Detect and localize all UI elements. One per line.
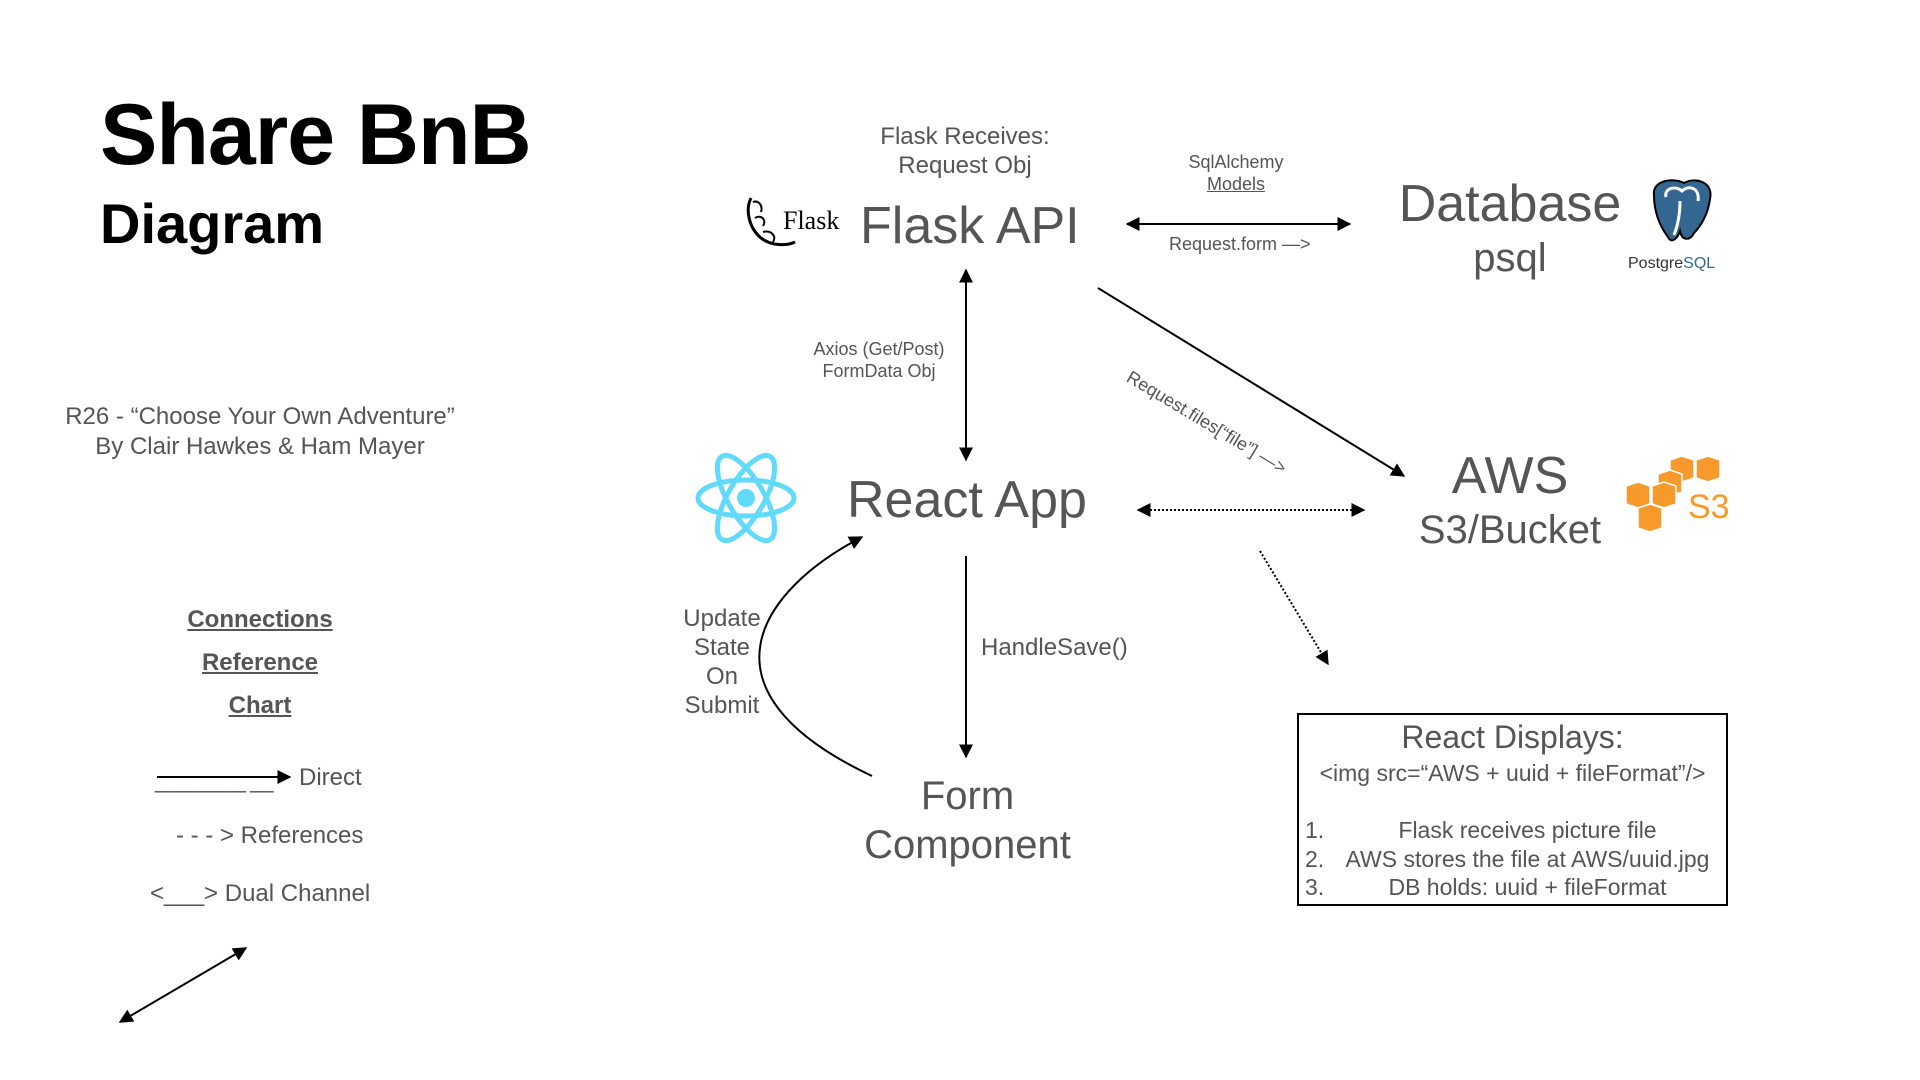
step-number: 1. <box>1305 817 1325 843</box>
legend-dual-channel-label: <___> Dual Channel <box>150 880 371 907</box>
database-psql-label: psql <box>1473 236 1547 280</box>
axios-label: Axios (Get/Post) FormData Obj <box>779 338 979 382</box>
postgres-logo-part-b: SQL <box>1683 255 1716 272</box>
flask-logo-text: Flask <box>783 206 840 235</box>
postgres-logo-part-a: Postgre <box>1628 255 1684 272</box>
axios-line-1: Axios (Get/Post) <box>813 339 945 359</box>
update-line-4: Submit <box>684 692 760 719</box>
form-line-1: Form <box>920 774 1015 818</box>
display-step-1: 1. Flask receives picture file <box>1305 816 1725 844</box>
legend-heading-chart: Chart <box>228 692 292 719</box>
update-line-2: State <box>693 634 751 661</box>
legend-direct-label: Direct <box>299 764 362 791</box>
aws-node: AWS <box>1451 447 1569 505</box>
legend-direct-line-text: ________ __ <box>155 768 273 793</box>
update-line-3: On <box>705 663 738 690</box>
react-logo-icon <box>695 450 797 546</box>
legend-references-label: - - - > References <box>176 822 364 849</box>
legend-dual-arrow <box>118 947 248 1023</box>
form-component-node: Form Component <box>840 772 1095 870</box>
step-number: 3. <box>1305 874 1325 900</box>
flask-receives-line-1: Flask Receives: <box>880 123 1050 150</box>
credits-line-1: R26 - “Choose Your Own Adventure” <box>65 403 455 430</box>
display-step-2: 2. AWS stores the file at AWS/uuid.jpg <box>1305 845 1725 873</box>
react-app-node: React App <box>847 471 1087 529</box>
form-line-2: Component <box>864 823 1071 867</box>
update-state-label: Update State On Submit <box>662 604 782 720</box>
react-displays-code: <img src=“AWS + uuid + fileFormat”/> <box>1319 760 1706 786</box>
database-node: Database <box>1398 175 1622 233</box>
aws-displays-dotted-arrow <box>1259 550 1329 666</box>
page-subtitle: Diagram <box>100 192 325 255</box>
aws-s3-logo-text: S3 <box>1688 488 1730 526</box>
react-displays-title: React Displays: <box>1401 719 1624 755</box>
display-step-3: 3. DB holds: uuid + fileFormat <box>1305 873 1725 901</box>
flask-receives-line-2: Request Obj <box>898 152 1032 179</box>
credits: R26 - “Choose Your Own Adventure” By Cla… <box>30 402 490 462</box>
models-text: Models <box>1206 174 1266 194</box>
react-displays-box: React Displays: <img src=“AWS + uuid + f… <box>1297 713 1728 906</box>
request-files-label: Request.files[“file”] —> <box>1123 366 1290 479</box>
step-text: DB holds: uuid + fileFormat <box>1388 874 1667 900</box>
step-text: AWS stores the file at AWS/uuid.jpg <box>1345 846 1710 872</box>
flask-api-node: Flask API <box>860 197 1080 255</box>
sqlalchemy-text: SqlAlchemy <box>1188 152 1284 172</box>
step-number: 2. <box>1305 846 1325 872</box>
legend-heading-connections: Connections <box>187 606 333 633</box>
legend-heading-reference: Reference <box>201 649 319 676</box>
handle-save-label: HandleSave() <box>981 634 1128 661</box>
aws-s3-logo-icon: S3 <box>1624 455 1736 538</box>
update-line-1: Update <box>683 605 761 632</box>
axios-line-2: FormData Obj <box>822 361 936 381</box>
request-form-label: Request.form —> <box>1169 234 1311 254</box>
postgresql-logo-icon: PostgreSQL <box>1628 175 1738 275</box>
aws-s3-bucket-label: S3/Bucket <box>1418 508 1602 552</box>
postgresql-logo-text: PostgreSQL <box>1628 255 1715 273</box>
sqlalchemy-label: SqlAlchemy Models <box>1136 151 1336 195</box>
flask-receives-label: Flask Receives: Request Obj <box>850 122 1080 180</box>
page-title: Share BnB <box>100 87 532 183</box>
credits-line-2: By Clair Hawkes & Ham Mayer <box>95 433 425 460</box>
flask-logo-icon: Flask <box>743 192 845 252</box>
step-text: Flask receives picture file <box>1398 817 1657 843</box>
